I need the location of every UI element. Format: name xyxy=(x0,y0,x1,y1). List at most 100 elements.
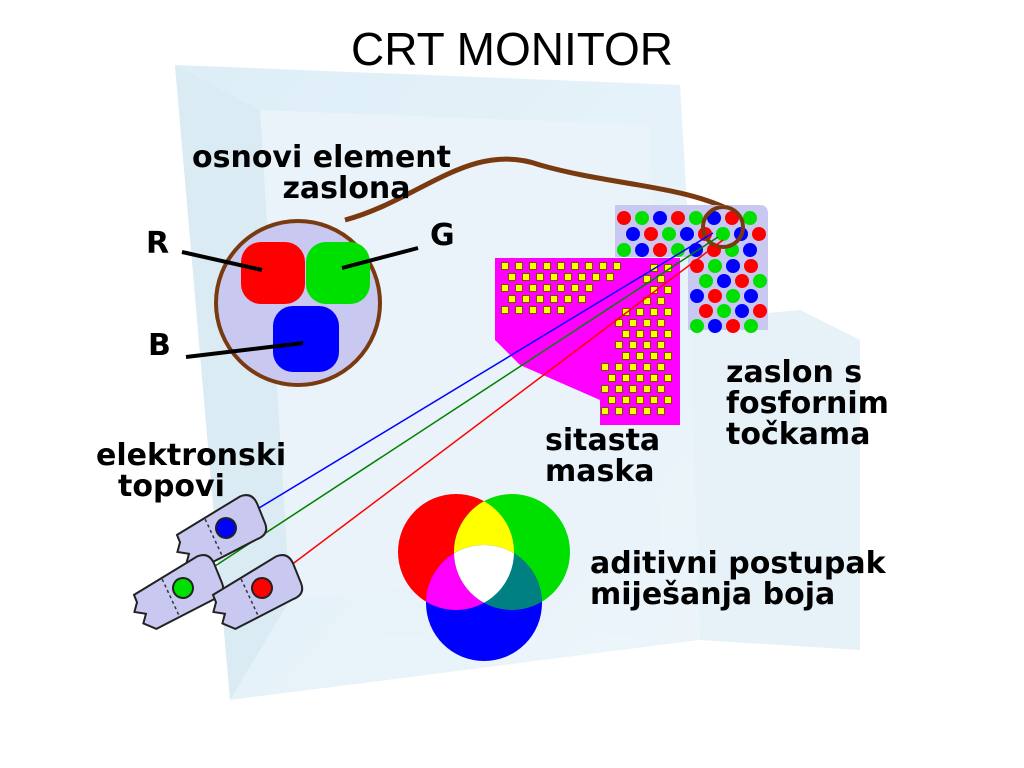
phosphor-dot xyxy=(699,304,713,318)
mask-hole xyxy=(557,284,565,292)
mask-hole xyxy=(601,363,609,371)
mask-hole xyxy=(636,352,644,360)
mask-hole xyxy=(643,319,651,327)
phosphor-dot xyxy=(671,243,685,257)
mask-hole xyxy=(629,363,637,371)
phosphor-dot xyxy=(653,243,667,257)
electron-gun-green xyxy=(132,554,225,631)
phosphor-dot xyxy=(680,227,694,241)
mask-hole xyxy=(650,396,658,404)
mask-hole xyxy=(501,284,509,292)
phosphor-dot xyxy=(753,274,767,288)
phosphor-dot xyxy=(725,211,739,225)
phosphor-dot xyxy=(690,319,704,333)
electron-gun-red xyxy=(211,554,304,631)
phosphor-dot xyxy=(735,274,749,288)
phosphor-screen-label-line3: točkama xyxy=(726,417,871,452)
red-beam xyxy=(261,239,724,588)
electron-guns-label-line1: elektronski xyxy=(96,438,287,473)
mask-hole xyxy=(536,295,544,303)
mask-hole xyxy=(636,308,644,316)
phosphor-dot xyxy=(707,211,721,225)
mask-hole xyxy=(543,284,551,292)
shadow-mask-label-line2: maska xyxy=(545,454,655,489)
mask-hole xyxy=(599,262,607,270)
basic-element-label-line1: osnovi element xyxy=(192,140,451,175)
phosphor-screen xyxy=(615,205,768,333)
phosphor-dot xyxy=(708,319,722,333)
phosphor-dot xyxy=(752,227,766,241)
mask-hole xyxy=(543,306,551,314)
mask-hole xyxy=(629,341,637,349)
mask-hole xyxy=(564,295,572,303)
mask-hole xyxy=(643,385,651,393)
mask-hole xyxy=(515,262,523,270)
mask-hole xyxy=(650,374,658,382)
phosphor-dot xyxy=(690,289,704,303)
mask-hole xyxy=(601,385,609,393)
b-label: B xyxy=(148,328,171,363)
phosphor-dot xyxy=(662,227,676,241)
blue-phosphor xyxy=(273,306,339,372)
phosphor-dot xyxy=(726,289,740,303)
electron-guns-label-line2: topovi xyxy=(118,469,225,504)
mask-hole xyxy=(564,273,572,281)
mask-hole xyxy=(657,407,665,415)
phosphor-dot xyxy=(744,289,758,303)
page-title: CRT MONITOR xyxy=(350,23,674,75)
mask-hole xyxy=(522,295,530,303)
mask-hole xyxy=(622,308,630,316)
mask-hole xyxy=(629,407,637,415)
connector-curve xyxy=(344,156,732,223)
mask-hole xyxy=(643,363,651,371)
phosphor-dot xyxy=(735,304,749,318)
basic-element-label-line2: zaslona xyxy=(282,171,411,206)
mask-hole xyxy=(657,297,665,305)
mask-hole xyxy=(657,275,665,283)
phosphor-dot xyxy=(743,243,757,257)
b-pointer xyxy=(185,341,304,359)
phosphor-dot xyxy=(717,304,731,318)
screen-zoom-ring xyxy=(701,205,745,249)
phosphor-dot xyxy=(635,211,649,225)
blue-beam xyxy=(225,232,714,529)
phosphor-dot xyxy=(717,274,731,288)
mask-hole xyxy=(636,330,644,338)
phosphor-screen-label: zaslon s fosfornim točkama xyxy=(726,357,889,450)
phosphor-dot xyxy=(617,243,631,257)
phosphor-dot xyxy=(716,227,730,241)
mask-hole xyxy=(643,275,651,283)
mask-hole xyxy=(557,262,565,270)
mask-hole xyxy=(629,319,637,327)
mask-hole xyxy=(615,319,623,327)
phosphor-dot xyxy=(699,274,713,288)
red-phosphor xyxy=(241,242,305,304)
mask-hole xyxy=(664,286,672,294)
mask-hole xyxy=(643,341,651,349)
g-label: G xyxy=(430,218,455,253)
mask-hole xyxy=(501,262,509,270)
phosphor-dot xyxy=(744,319,758,333)
mask-hole xyxy=(657,385,665,393)
phosphor-dot xyxy=(635,243,649,257)
mask-hole xyxy=(571,284,579,292)
mask-hole xyxy=(613,262,621,270)
green-beam xyxy=(182,236,719,588)
g-pointer xyxy=(341,246,419,270)
mask-hole xyxy=(557,306,565,314)
phosphor-dot xyxy=(726,259,740,273)
phosphor-dot xyxy=(708,259,722,273)
mask-hole xyxy=(536,273,544,281)
mask-hole xyxy=(622,352,630,360)
additive-color-venn xyxy=(398,494,570,661)
mask-hole xyxy=(615,385,623,393)
mask-hole xyxy=(578,273,586,281)
phosphor-screen-label-line1: zaslon s xyxy=(726,355,863,390)
mask-hole xyxy=(615,341,623,349)
basic-element-circle xyxy=(181,219,419,387)
r-label: R xyxy=(146,226,170,261)
basic-element-label: osnovi element zaslona xyxy=(192,142,451,204)
additive-mixing-label: aditivni postupak miješanja boja xyxy=(590,548,886,610)
mask-hole xyxy=(622,396,630,404)
mask-hole xyxy=(664,374,672,382)
